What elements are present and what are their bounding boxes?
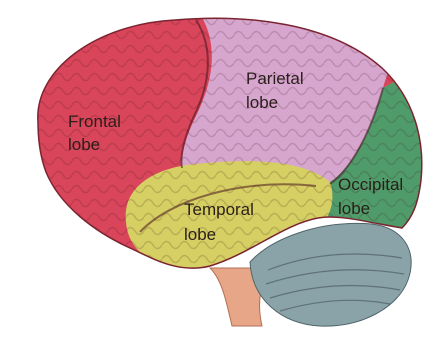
occipital-lobe-label-line1: Occipital — [338, 175, 403, 194]
parietal-lobe-label-line1: Parietal — [246, 69, 304, 88]
frontal-lobe-label-line2: lobe — [68, 135, 100, 154]
cerebellum-shape — [250, 223, 411, 326]
occipital-lobe-label-line2: lobe — [338, 199, 370, 218]
parietal-lobe-label-line2: lobe — [246, 93, 278, 112]
temporal-lobe-label-line1: Temporal — [184, 200, 254, 219]
temporal-lobe-label-line2: lobe — [184, 225, 216, 244]
frontal-lobe-label-line1: Frontal — [68, 112, 121, 131]
